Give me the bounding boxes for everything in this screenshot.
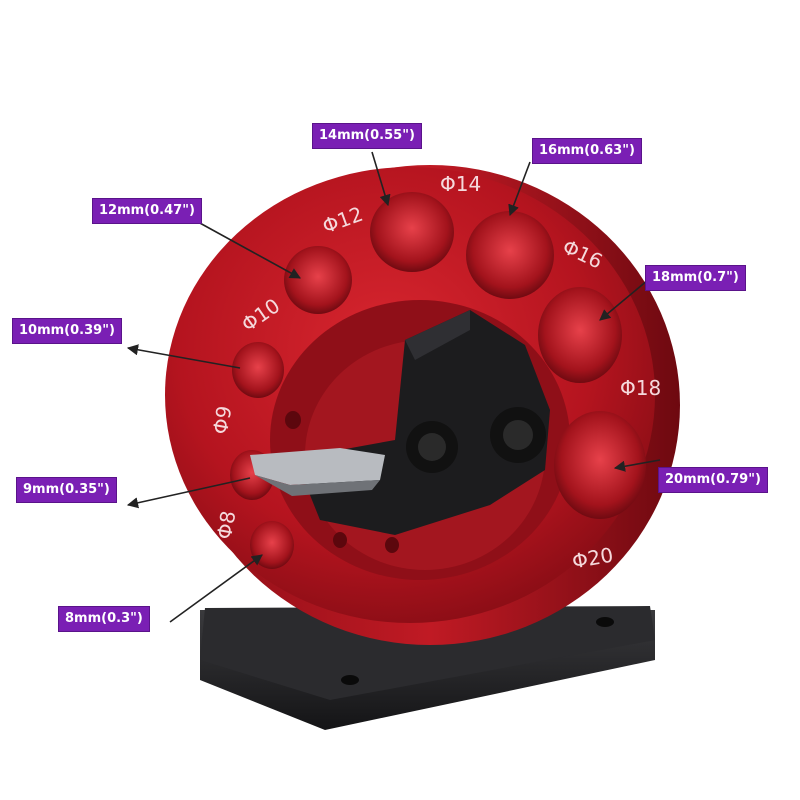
arrow-14mm [371,151,391,207]
cutting-insert [250,448,385,485]
bore [285,411,301,429]
callout-10mm: 10mm(0.39") [12,318,122,344]
base-plate-top [200,606,655,700]
arrow-9mm [126,477,251,509]
callout-9mm: 9mm(0.35") [16,477,117,503]
hole-16mm [466,211,554,299]
hex-screw-socket [418,433,446,461]
hole-18mm [538,287,622,383]
bore [385,537,399,553]
engraving-phi8: Φ8 [211,508,241,542]
arrow-16mm [508,161,531,217]
engraving-phi18: Φ18 [620,376,662,400]
arrow-10mm-left [126,344,241,369]
arrow-18mm [599,279,649,321]
arrow-12mm [197,221,301,279]
hole-14mm [370,192,454,272]
engraving-phi20: Φ20 [570,542,615,574]
hole-8mm [250,521,294,569]
callout-18mm: 18mm(0.7") [645,265,746,291]
hex-screw-socket [503,420,533,450]
hole-20mm [554,411,646,519]
callout-12mm: 12mm(0.47") [92,198,202,224]
hole-10mm [232,342,284,398]
callout-14mm: 14mm(0.55") [312,123,422,149]
engraving-phi14: Φ14 [440,172,482,196]
callout-8mm: 8mm(0.3") [58,606,150,632]
callout-20mm: 20mm(0.79") [658,467,768,493]
bore [333,532,347,548]
cutting-insert-edge [255,475,380,496]
base-screw-hole [596,617,614,627]
arrow-8mm [169,554,263,623]
callout-16mm: 16mm(0.63") [532,138,642,164]
base-screw-hole [341,675,359,685]
arrow-20mm [613,459,661,472]
engraving-phi9: Φ9 [207,403,237,437]
blade-holder-edge [405,310,470,360]
hole-12mm [284,246,352,314]
